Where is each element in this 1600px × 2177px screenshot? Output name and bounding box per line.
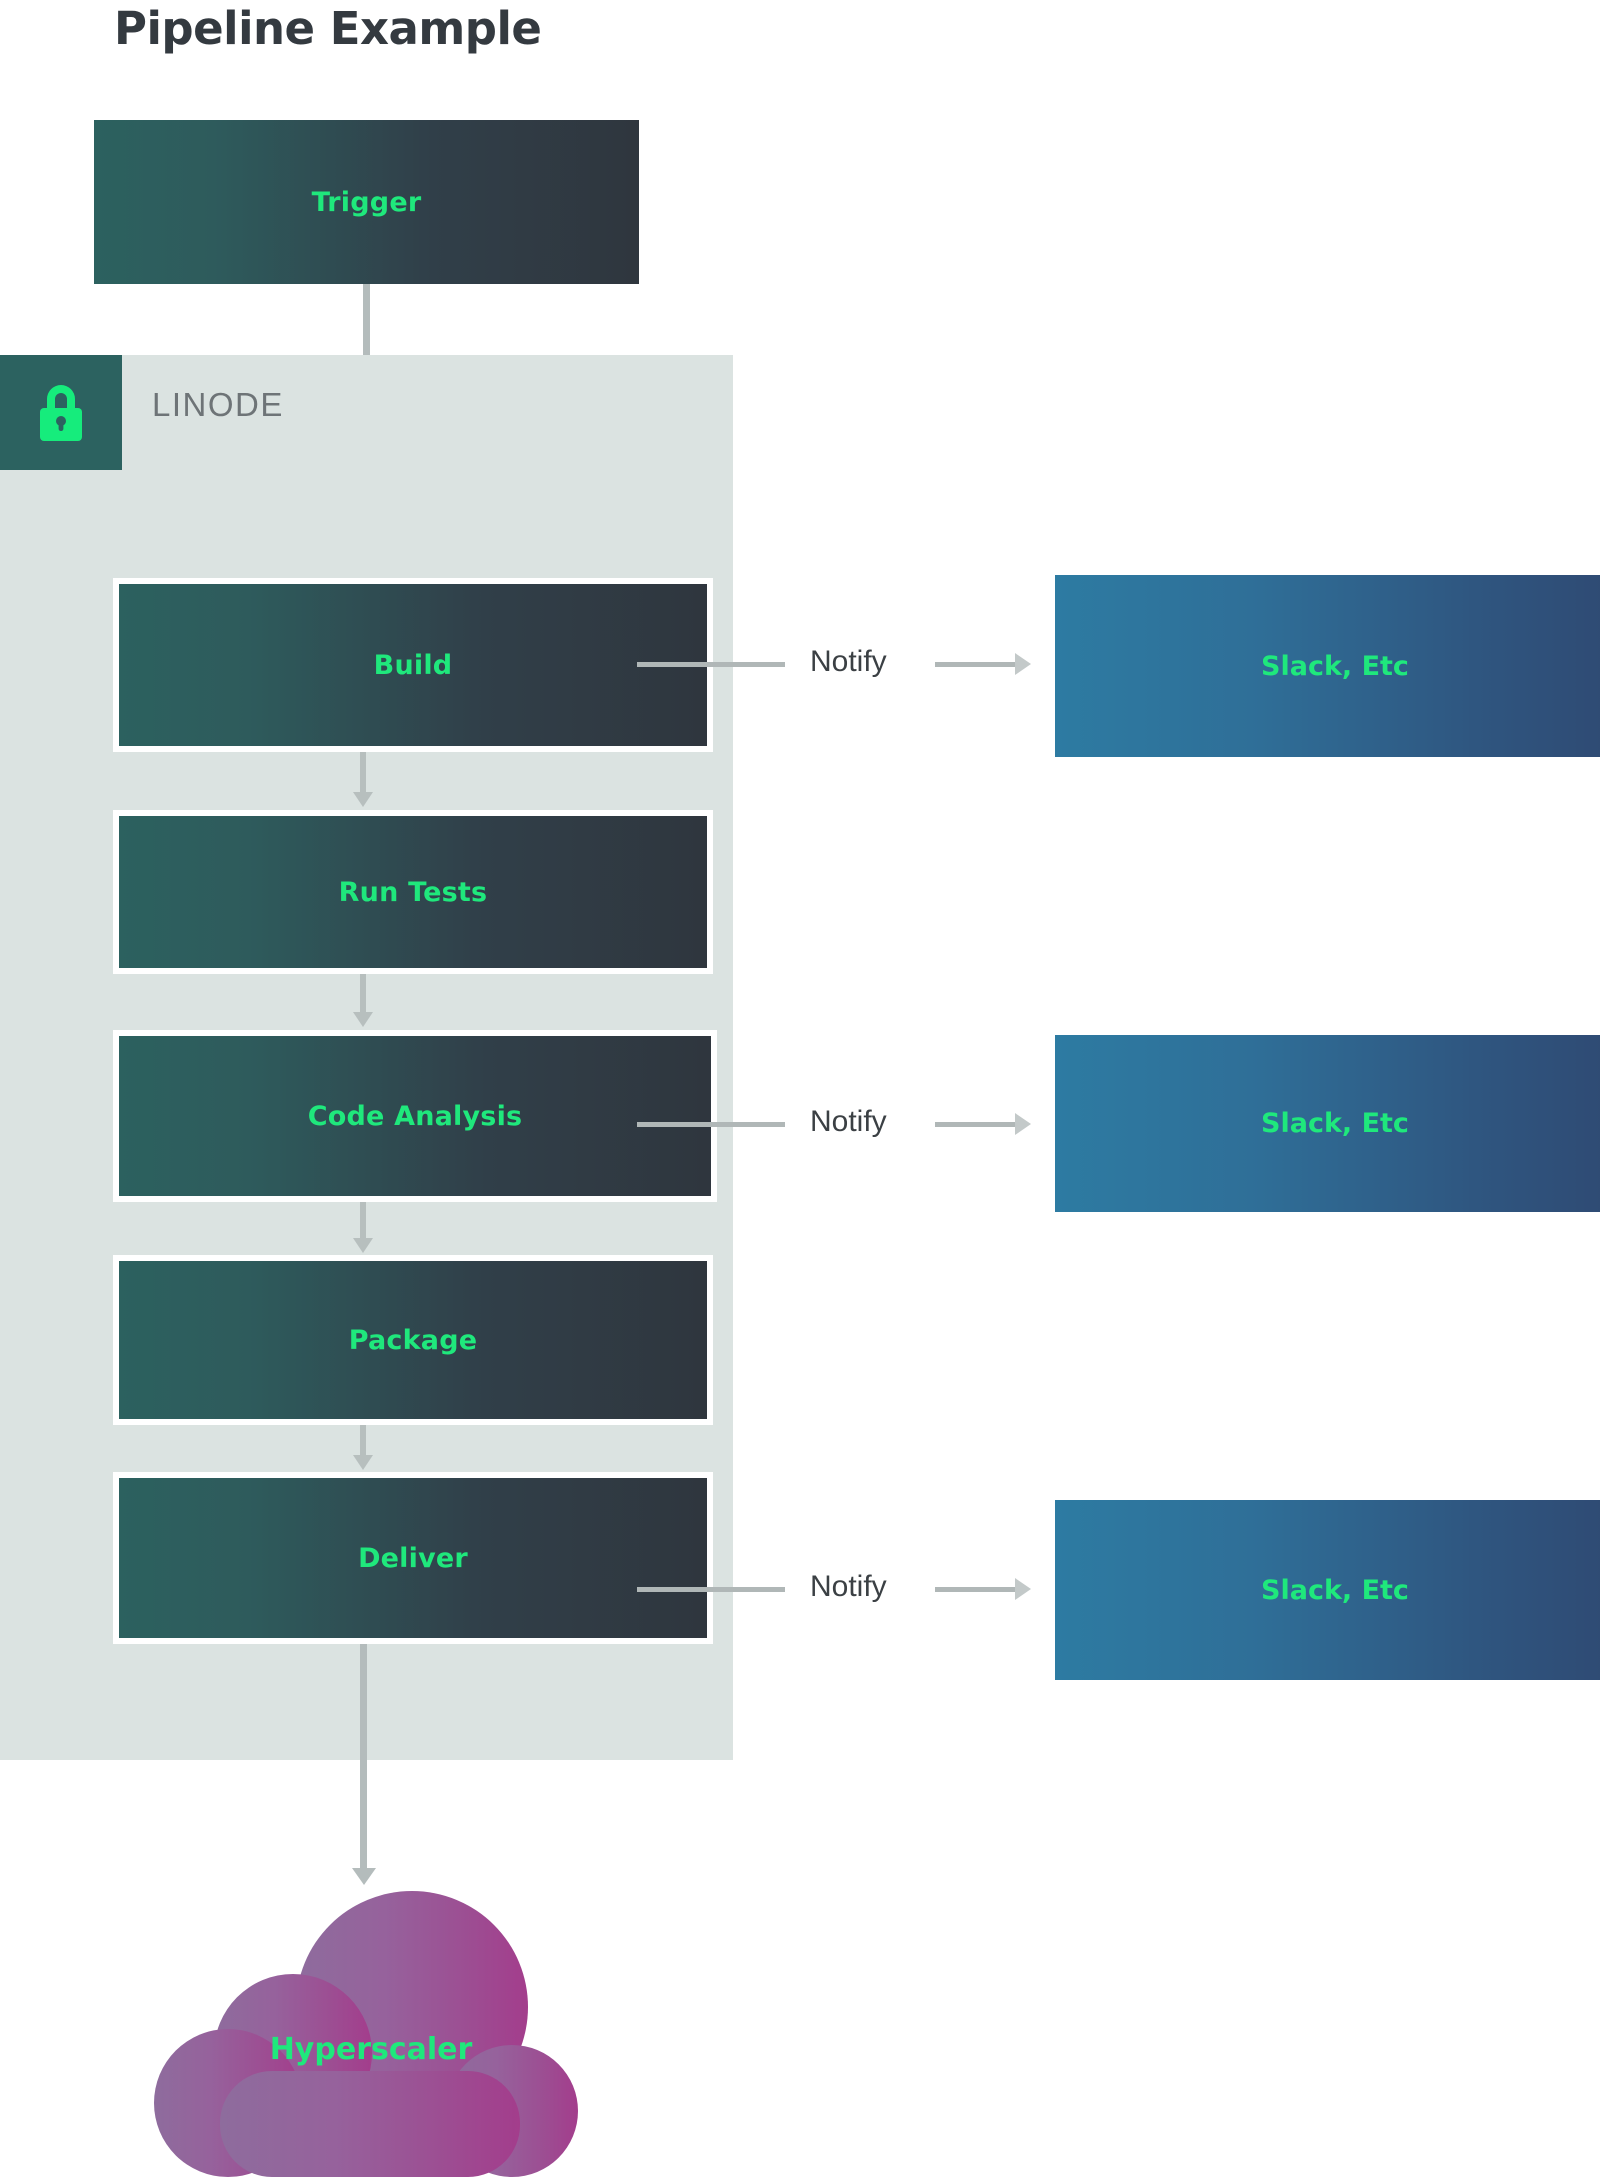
notify-arrowhead-3 xyxy=(1015,1578,1031,1600)
linode-lock-badge xyxy=(0,355,122,470)
node-slack-1-label: Slack, Etc xyxy=(1261,650,1409,682)
node-code-analysis-label: Code Analysis xyxy=(307,1100,523,1132)
connector-deliver-to-hyperscaler xyxy=(360,1644,367,1869)
connector-codeanalysis-to-package-arrowhead xyxy=(353,1238,373,1253)
connector-codeanalysis-to-package xyxy=(360,1202,366,1240)
connector-build-to-runtests xyxy=(360,752,366,794)
notify-arrowhead-2 xyxy=(1015,1113,1031,1135)
notify-line-right-3 xyxy=(935,1587,1017,1592)
node-run-tests-label: Run Tests xyxy=(338,876,488,908)
connector-build-to-runtests-arrowhead xyxy=(353,792,373,807)
node-slack-1[interactable]: Slack, Etc xyxy=(1055,575,1600,757)
notify-line-left-3 xyxy=(637,1587,785,1592)
notify-label-1: Notify xyxy=(810,645,887,678)
notify-line-left-2 xyxy=(637,1122,785,1127)
connector-deliver-to-hyperscaler-arrowhead xyxy=(352,1868,376,1885)
node-slack-3-label: Slack, Etc xyxy=(1261,1574,1409,1606)
notify-label-2: Notify xyxy=(810,1105,887,1138)
node-slack-2[interactable]: Slack, Etc xyxy=(1055,1035,1600,1212)
lock-icon xyxy=(40,384,82,441)
node-package[interactable]: Package xyxy=(113,1255,713,1425)
notify-label-3: Notify xyxy=(810,1570,887,1603)
connector-package-to-deliver-arrowhead xyxy=(353,1455,373,1470)
node-trigger[interactable]: Trigger xyxy=(94,120,639,284)
node-slack-2-label: Slack, Etc xyxy=(1261,1108,1409,1139)
node-package-label: Package xyxy=(348,1324,478,1356)
notify-line-right-1 xyxy=(935,662,1017,667)
node-slack-3[interactable]: Slack, Etc xyxy=(1055,1500,1600,1680)
node-deliver[interactable]: Deliver xyxy=(113,1472,713,1644)
connector-runtests-to-codeanalysis-arrowhead xyxy=(353,1012,373,1027)
node-deliver-label: Deliver xyxy=(358,1542,468,1574)
node-code-analysis[interactable]: Code Analysis xyxy=(113,1030,717,1202)
node-build-label: Build xyxy=(373,649,453,681)
notify-arrowhead-1 xyxy=(1015,653,1031,675)
linode-panel-label: LINODE xyxy=(152,386,284,423)
node-build[interactable]: Build xyxy=(113,578,713,752)
connector-package-to-deliver xyxy=(360,1425,366,1459)
page-title: Pipeline Example xyxy=(114,2,542,55)
notify-line-right-2 xyxy=(935,1122,1017,1127)
connector-runtests-to-codeanalysis xyxy=(360,974,366,1014)
node-trigger-label: Trigger xyxy=(311,186,422,218)
node-run-tests[interactable]: Run Tests xyxy=(113,810,713,974)
node-hyperscaler[interactable] xyxy=(140,1885,590,2177)
notify-line-left-1 xyxy=(637,662,785,667)
